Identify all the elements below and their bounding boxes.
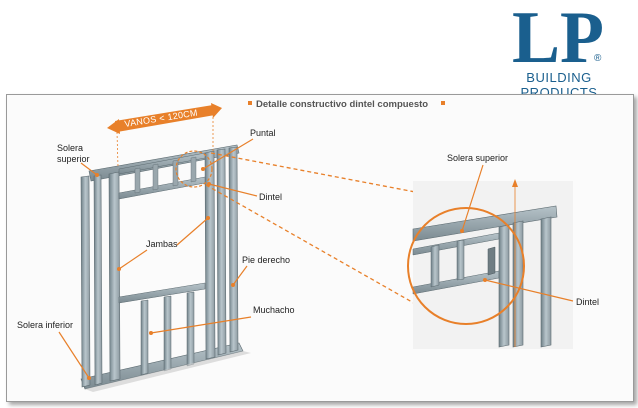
left-stud-outer — [80, 175, 91, 388]
diagram-panel: Detalle constructivo dintel compuesto — [6, 94, 634, 402]
leader-dot-pie-derecho — [231, 283, 235, 287]
leader-jambas-left — [118, 249, 148, 270]
title-text: Detalle constructivo dintel compuesto — [256, 99, 428, 110]
label-solera-superior-1: Solera — [57, 143, 83, 153]
leader-muchacho — [150, 316, 252, 334]
leader-dot-solera-inferior — [87, 376, 91, 380]
sill-cripple-1 — [140, 299, 149, 376]
label-jambas: Jambas — [146, 239, 178, 249]
leader-dot-jambas-left — [117, 267, 121, 271]
leader-dintel — [208, 183, 258, 197]
detail-stud-1 — [512, 220, 524, 348]
right-stud-inner — [216, 148, 227, 356]
projection-line-top — [210, 152, 432, 196]
detail-top-track — [412, 205, 558, 242]
leader-dot-dintel — [207, 182, 211, 186]
header-top — [118, 152, 206, 175]
floor-shadow — [85, 351, 251, 392]
label-detail-dintel: Dintel — [576, 297, 599, 307]
detail-view — [407, 179, 573, 349]
detail-circle — [407, 207, 525, 325]
header-cripple-3 — [172, 159, 179, 187]
leader-dot-solera-superior — [95, 173, 99, 177]
leader-pie-derecho — [232, 265, 248, 286]
jamb-right — [204, 150, 216, 360]
title-bullet-right — [441, 101, 445, 105]
leader-dot-jambas-right — [206, 216, 210, 220]
jamb-left — [108, 171, 121, 382]
lp-logo-letters: LP — [512, 4, 604, 66]
header-cripple-4 — [190, 156, 197, 183]
labels: Solera superior Puntal Dintel Jambas Pie… — [17, 128, 599, 380]
projection-line-bottom — [205, 184, 420, 307]
registered-mark: ® — [594, 53, 602, 64]
detail-cripple-3 — [487, 246, 496, 276]
detail-cripple-1 — [430, 244, 440, 288]
header-cripple-1 — [134, 167, 141, 194]
sill-cripple-2 — [163, 295, 172, 372]
label-solera-inferior: Solera inferior — [17, 320, 73, 330]
dimension-guide-left — [116, 131, 119, 168]
leader-dot-detail-dintel — [483, 278, 487, 282]
title-bullet-left — [248, 101, 252, 105]
header-cripple-2 — [152, 163, 159, 191]
label-puntal: Puntal — [250, 128, 276, 138]
leader-dot-muchacho — [149, 331, 153, 335]
lp-logo: LP ® — [512, 4, 604, 66]
label-detail-solera-superior: Solera superior — [447, 153, 508, 163]
detail-stud-2 — [540, 216, 552, 348]
label-dintel: Dintel — [259, 192, 282, 202]
leader-detail-solera-superior — [461, 164, 484, 232]
dimension-arrow-left — [107, 119, 120, 134]
leader-dot-detail-solera-superior — [460, 229, 464, 233]
left-stud-inner — [93, 174, 103, 386]
diagram-title: Detalle constructivo dintel compuesto — [248, 99, 445, 110]
leader-puntal — [202, 138, 254, 170]
leader-jambas-right — [176, 217, 209, 246]
right-stud-outer — [228, 146, 239, 353]
dimension-arrow-right — [211, 103, 222, 118]
wall-frame — [80, 144, 251, 392]
framing-diagram: Detalle constructivo dintel compuesto — [17, 99, 599, 392]
label-solera-superior-2: superior — [57, 154, 90, 164]
label-pie-derecho: Pie derecho — [242, 255, 290, 265]
label-muchacho: Muchacho — [253, 305, 295, 315]
sill-cripple-3 — [186, 291, 195, 367]
dimension-bar — [115, 105, 215, 132]
leader-solera-superior — [80, 162, 98, 176]
detail-reference-arrow — [512, 179, 518, 187]
dimension-text: VANOS < 120CM — [124, 108, 199, 129]
leader-detail-dintel — [484, 279, 574, 302]
detail-cripple-2 — [456, 239, 465, 281]
leader-solera-inferior — [58, 331, 90, 379]
sill-track — [118, 282, 206, 304]
detail-highlight-circle — [175, 150, 213, 188]
detail-jamb — [498, 224, 510, 348]
leader-dot-puntal — [201, 167, 205, 171]
